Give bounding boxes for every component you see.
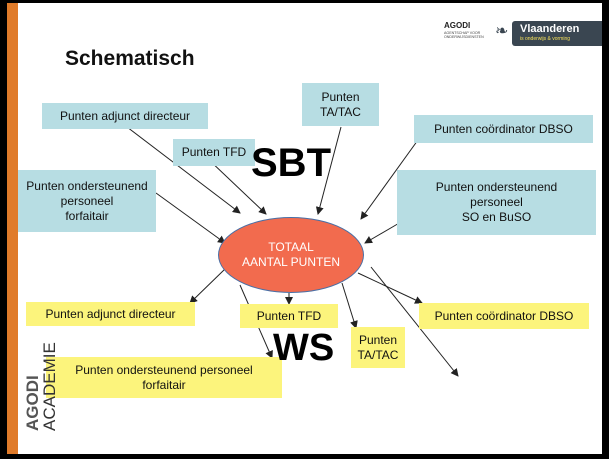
- sbt-box-so-line2: personeel: [470, 195, 523, 209]
- ws-box-tatac-line2: TA/TAC: [357, 347, 399, 362]
- ws-box-onder-line1: Punten ondersteunend personeel: [75, 362, 253, 377]
- sbt-box-ta-tac: Punten TA/TAC: [302, 83, 379, 126]
- ws-box-adjunct-directeur: Punten adjunct directeur: [26, 302, 195, 326]
- arrow-tfd-sbt: [206, 157, 267, 215]
- ws-box-coordinator-dbso: Punten coördinator DBSO: [419, 303, 589, 329]
- ws-box-onder-line2: forfaitair: [142, 377, 186, 392]
- ws-box-tatac-line1: Punten: [358, 332, 398, 347]
- sbt-box-onder-line2: personeel: [60, 193, 114, 208]
- arrow-ws-tatac: [341, 282, 358, 329]
- ws-box-ondersteunend-forfaitair: Punten ondersteunend personeel forfaitai…: [46, 357, 282, 398]
- arrow-coord-sbt: [360, 132, 424, 220]
- ws-box-adjunct-label: Punten adjunct directeur: [45, 306, 176, 321]
- agodi-logo-subtitle: AGENTSCHAP VOOR ONDERWIJSDIENSTEN: [444, 31, 484, 39]
- arrow-tatac-sbt: [315, 126, 342, 215]
- arrow-ws-coord: [357, 272, 423, 304]
- sbt-box-tatac-line1: Punten: [321, 89, 360, 104]
- arrow-ws-extra: [370, 266, 459, 377]
- agodi-logo-text: AGODI: [444, 21, 471, 30]
- sbt-box-coordinator-dbso: Punten coördinator DBSO: [414, 115, 593, 143]
- sbt-box-so-line3: SO en BuSO: [461, 210, 532, 224]
- sbt-box-onder-line1: Punten ondersteunend: [26, 178, 148, 193]
- ws-box-coord-label: Punten coördinator DBSO: [434, 308, 574, 323]
- slide: Schematisch AGODI AGENTSCHAP VOOR ONDERW…: [7, 3, 602, 454]
- ws-box-ta-tac: Punten TA/TAC: [351, 327, 405, 368]
- vertical-label-rest: ACADEMIE: [40, 342, 59, 431]
- arrow-adjunct-sbt: [126, 126, 241, 214]
- arrow-so-sbt: [364, 221, 402, 244]
- total-points-line2: AANTAL PUNTEN: [241, 255, 340, 269]
- slide-title: Schematisch: [65, 47, 195, 70]
- ws-box-tfd: Punten TFD: [240, 304, 338, 328]
- arrow-onder-sbt: [155, 192, 226, 244]
- sbt-box-adjunct-directeur: Punten adjunct directeur: [42, 103, 208, 129]
- total-points-ellipse: TOTAAL AANTAL PUNTEN: [218, 217, 364, 293]
- sbt-box-adjunct-label: Punten adjunct directeur: [59, 108, 191, 123]
- arrow-ws-adjunct: [189, 268, 226, 304]
- accent-bar: [7, 3, 18, 454]
- sbt-box-onder-line3: forfaitair: [65, 208, 109, 223]
- sbt-box-tatac-line2: TA/TAC: [320, 104, 361, 119]
- vlaanderen-logo: [512, 21, 602, 46]
- group-label-ws: WS: [273, 327, 335, 369]
- group-label-sbt: SBT: [251, 141, 331, 185]
- vlaanderen-logo-subtitle: is onderwijs & vorming: [520, 36, 571, 42]
- sbt-box-tfd: Punten TFD: [173, 139, 255, 166]
- flemish-lion-icon: ❧: [495, 23, 509, 40]
- sbt-box-so-line1: Punten ondersteunend: [435, 180, 558, 194]
- sbt-box-ondersteunend-so-buso: Punten ondersteunend personeel SO en BuS…: [397, 170, 596, 235]
- ws-box-tfd-label: Punten TFD: [256, 308, 322, 323]
- sbt-box-tfd-label: Punten TFD: [181, 145, 247, 159]
- agodi-academie-vertical-label: AGODI ACADEMIE: [23, 342, 59, 431]
- total-points-line1: TOTAAL: [268, 240, 314, 254]
- sbt-box-ondersteunend-forfaitair: Punten ondersteunend personeel forfaitai…: [18, 170, 156, 232]
- sbt-box-coord-label: Punten coördinator DBSO: [434, 121, 573, 136]
- vlaanderen-logo-text: Vlaanderen: [520, 23, 580, 35]
